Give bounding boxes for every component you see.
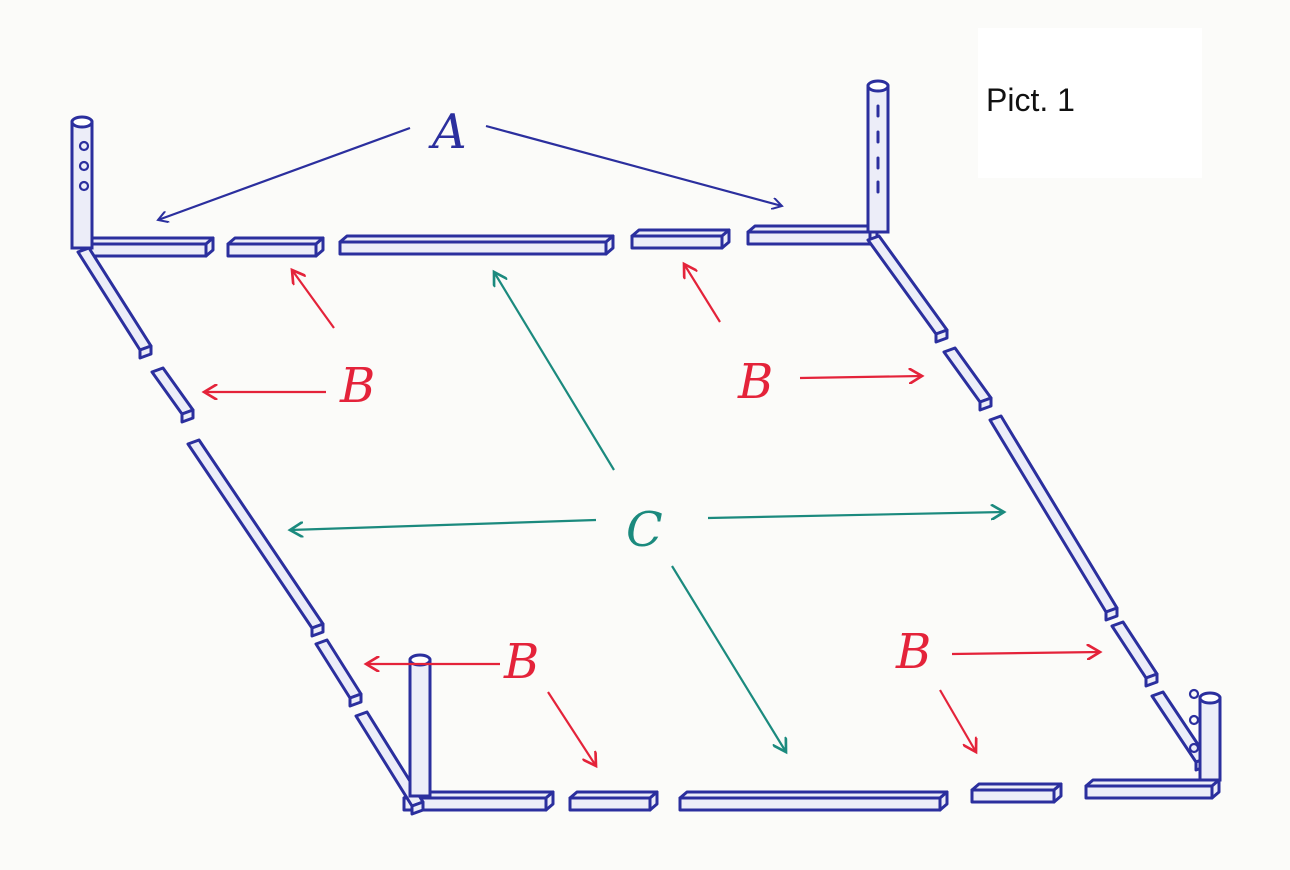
label-c: C <box>626 502 663 558</box>
beam-bottom-long <box>678 790 949 812</box>
post-bottom-right <box>1188 688 1222 782</box>
label-b-top-left: B <box>339 358 375 414</box>
arrow-b-top-right-up <box>684 264 721 323</box>
arrow-a-right <box>485 124 782 206</box>
beam-left-short-2 <box>314 638 363 708</box>
post-bottom-left <box>408 653 432 798</box>
post-hole-0 <box>1188 688 1200 700</box>
label-b-bottom-left: B <box>503 634 539 690</box>
arrow-c-down <box>671 565 786 752</box>
arrow-b-bottom-right-down <box>939 689 976 752</box>
beam-left-long <box>186 438 325 638</box>
arrow-b-top-right-right <box>799 376 922 378</box>
beam-bottom-short-2 <box>970 782 1063 804</box>
beam-right-short-2 <box>1110 620 1159 688</box>
arrows-group <box>158 124 1100 766</box>
post-hole-1 <box>1188 714 1200 726</box>
arrow-b-bottom-left-down <box>547 691 596 766</box>
arrow-b-top-left-up <box>292 270 335 329</box>
caption-box <box>978 28 1202 178</box>
beam-left-corner <box>76 246 153 360</box>
post-hole-0 <box>78 140 90 152</box>
beam-bottom-corner-left <box>402 790 555 812</box>
arrow-c-up <box>494 272 615 471</box>
label-a: A <box>428 104 467 160</box>
post-hole-2 <box>78 180 90 192</box>
beam-bottom-short-1 <box>568 790 659 812</box>
label-b-top-right: B <box>737 354 773 410</box>
post-top-left <box>70 115 94 250</box>
beam-top-long <box>338 234 615 256</box>
arrow-c-right <box>707 512 1004 518</box>
arrow-b-bottom-right-right <box>951 652 1100 654</box>
post-hole-1 <box>78 160 90 172</box>
beam-right-corner <box>866 234 949 344</box>
arrow-a-left <box>158 126 411 220</box>
beam-bottom-corner-right <box>1084 778 1221 800</box>
beams-group <box>76 224 1221 816</box>
label-b-bottom-right: B <box>895 624 931 680</box>
post-top-right <box>866 79 890 234</box>
beam-top-short-1 <box>226 236 325 258</box>
beam-top-short-2 <box>630 228 731 250</box>
beam-top-corner-right <box>746 224 879 246</box>
arrow-c-left <box>290 518 597 530</box>
beam-right-long <box>988 414 1119 622</box>
picture-caption: Pict. 1 <box>986 82 1075 118</box>
beam-left-short-1 <box>150 366 195 424</box>
beam-top-corner-left <box>84 236 215 258</box>
beam-right-short-1 <box>942 346 993 412</box>
post-hole-2 <box>1188 742 1200 754</box>
posts-group <box>70 79 1222 798</box>
